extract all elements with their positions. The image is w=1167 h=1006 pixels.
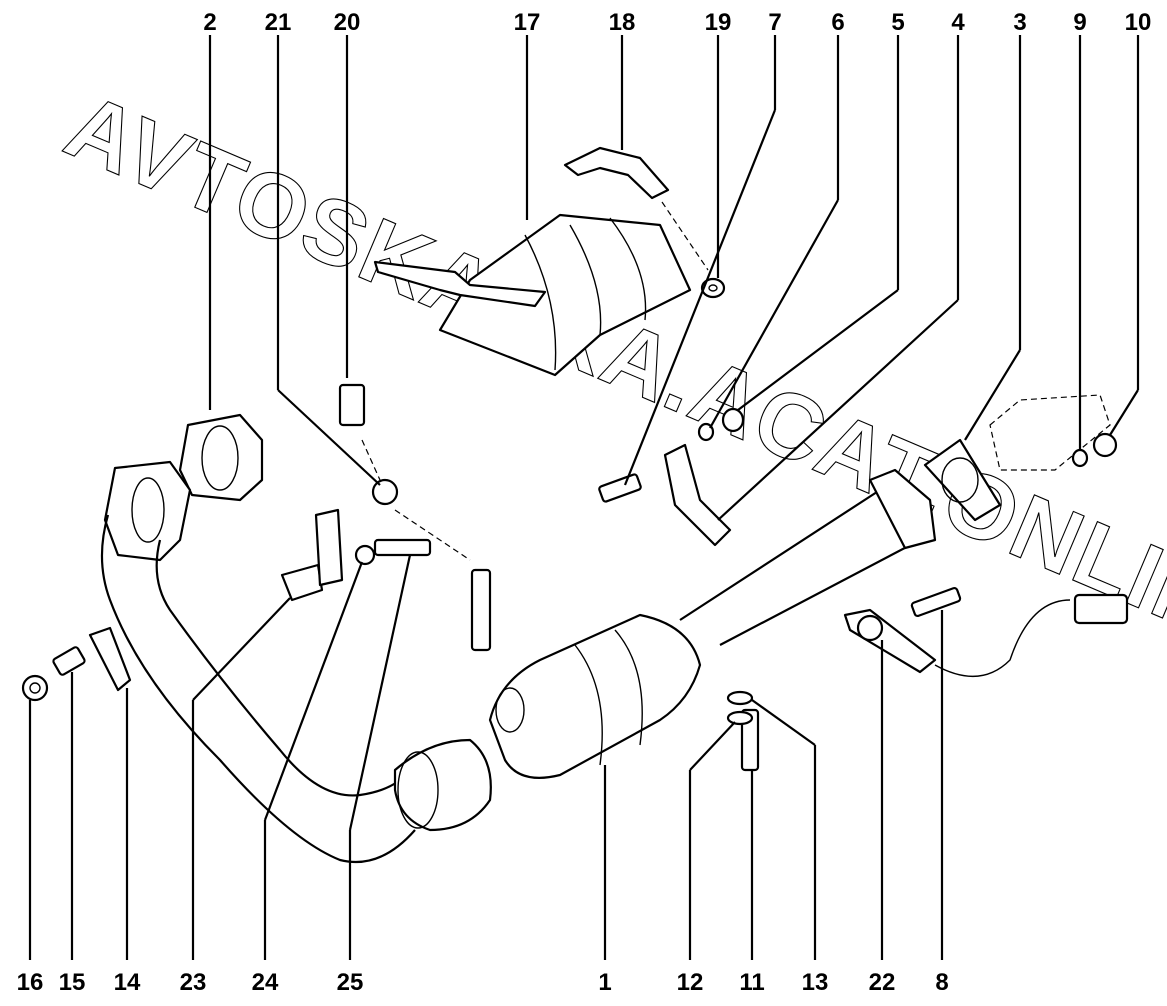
nut-10 [1092, 432, 1118, 458]
label-20: 20 [334, 9, 361, 36]
clip-21 [371, 478, 471, 561]
gasket-3 [923, 394, 1111, 522]
label-6: 6 [831, 9, 844, 36]
label-24: 24 [252, 969, 279, 996]
lambda-sensor-downstream [843, 593, 1129, 677]
nut-5 [721, 407, 745, 433]
label-10: 10 [1125, 9, 1152, 36]
label-16: 16 [17, 969, 44, 996]
label-5: 5 [891, 9, 904, 36]
sensor-20 [338, 383, 381, 481]
bracket-23 [280, 508, 344, 602]
label-9: 9 [1073, 9, 1086, 36]
label-13: 13 [802, 969, 829, 996]
label-8: 8 [935, 969, 948, 996]
rear-pipe [679, 468, 937, 646]
bolt-8 [910, 586, 962, 618]
stud-15 [52, 646, 86, 676]
lambda-sensor-upstream [470, 568, 492, 652]
label-4: 4 [951, 9, 965, 36]
plate-14 [88, 626, 132, 692]
nut-9 [1071, 448, 1089, 468]
label-3: 3 [1013, 9, 1026, 36]
catalytic-converter [488, 613, 702, 779]
bracket-18 [563, 146, 709, 271]
label-11: 11 [739, 969, 764, 996]
label-14: 14 [114, 969, 141, 996]
pipe-sleeve [393, 738, 492, 832]
gaskets-2 [103, 413, 264, 562]
label-21: 21 [265, 9, 292, 36]
top-labels: 2 21 20 17 18 19 7 6 5 4 3 9 10 [203, 9, 1151, 36]
label-15: 15 [59, 969, 86, 996]
bottom-labels: 16 15 14 23 24 25 1 12 11 13 22 8 [17, 969, 949, 996]
leader-lines [28, 35, 1140, 960]
front-pipe [100, 514, 416, 864]
label-12: 12 [677, 969, 704, 996]
label-1: 1 [598, 969, 611, 996]
nut-19 [700, 277, 726, 299]
bolt-25 [354, 538, 432, 566]
label-23: 23 [180, 969, 207, 996]
label-17: 17 [514, 9, 541, 36]
label-18: 18 [609, 9, 636, 36]
bracket-4 [663, 443, 732, 547]
label-22: 22 [869, 969, 896, 996]
bolt-7 [598, 473, 642, 503]
washer-6 [697, 422, 715, 442]
heat-shield [373, 213, 692, 377]
bolt-11 [726, 690, 760, 772]
nut-16 [21, 674, 49, 702]
label-25: 25 [337, 969, 364, 996]
label-19: 19 [705, 9, 732, 36]
label-7: 7 [768, 9, 781, 36]
label-2: 2 [203, 9, 216, 36]
